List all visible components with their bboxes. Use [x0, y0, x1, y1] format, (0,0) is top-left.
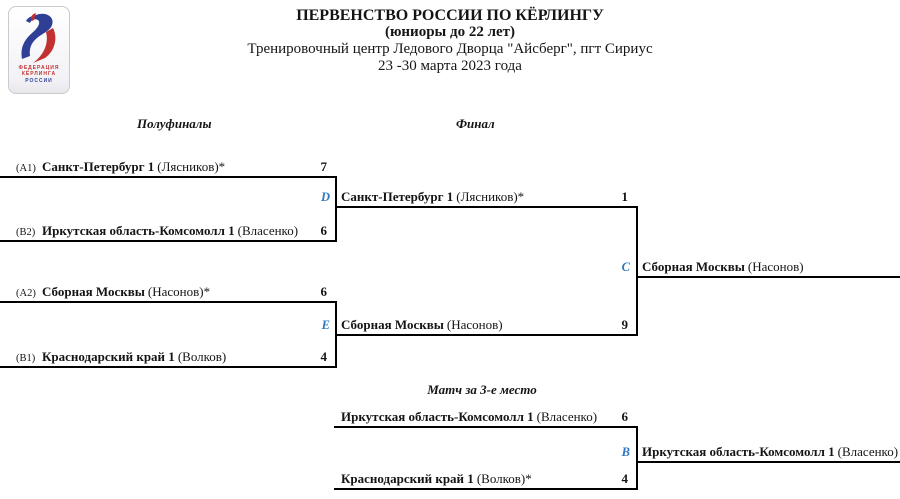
team-name: Краснодарский край 1: [42, 349, 175, 364]
skip-name: (Насонов)*: [147, 284, 211, 299]
bracket-line-champion: [636, 276, 900, 278]
game-letter-b: B: [621, 445, 630, 459]
team-name: Санкт-Петербург 1: [341, 189, 454, 204]
page-title: ПЕРВЕНСТВО РОССИИ ПО КЁРЛИНГУ: [296, 7, 604, 24]
score: 6: [621, 409, 629, 424]
game-letter-e: E: [321, 318, 330, 332]
logo-text-line1: ФЕДЕРАЦИЯ: [18, 64, 60, 71]
team-row-sf1-team1: (A1) Санкт-Петербург 1(Лясников)* 7: [16, 159, 337, 175]
logo-text-line3: РОССИИ: [25, 77, 53, 84]
venue-line: Тренировочный центр Ледового Дворца "Айс…: [247, 41, 653, 57]
team-row-final-team2: Сборная Москвы(Насонов) 9: [341, 317, 638, 333]
score: 6: [320, 223, 328, 238]
team-name: Иркутская область-Комсомолл 1: [642, 444, 835, 459]
skip-name: (Власенко): [536, 409, 598, 424]
bracket-line-sf1-bottom: [0, 240, 337, 242]
round-header-final: Финал: [456, 116, 495, 131]
score: 9: [621, 317, 629, 332]
team-row-final-team1: Санкт-Петербург 1(Лясников)* 1: [341, 189, 638, 205]
game-letter-d: D: [320, 190, 330, 204]
seed-label: (B2): [16, 227, 36, 238]
score: 1: [621, 189, 629, 204]
skip-name: (Лясников)*: [157, 159, 226, 174]
bracket-line-third-bottom: [334, 488, 638, 490]
score: 4: [621, 471, 629, 486]
seed-label: (B1): [16, 353, 36, 364]
game-letter-c: C: [621, 260, 630, 274]
team-row-third-team2: Краснодарский край 1(Волков)* 4: [341, 471, 638, 487]
bracket-line-sf1-top: [0, 176, 337, 178]
seed-label: (A2): [16, 288, 36, 299]
document-header: ПЕРВЕНСТВО РОССИИ ПО КЁРЛИНГУ (юниоры до…: [0, 7, 900, 75]
bracket-line-third-top: [334, 426, 638, 428]
bracket-line-third-connector: [636, 426, 638, 490]
curling-federation-emblem-icon: [20, 12, 60, 69]
score: 7: [320, 159, 328, 174]
bracket-line-final-top: [335, 206, 638, 208]
bracket-line-final-connector: [636, 206, 638, 336]
team-name: Санкт-Петербург 1: [42, 159, 155, 174]
seed-label: (A1): [16, 163, 36, 174]
team-row-sf2-team2: (B1) Краснодарский край 1(Волков) 4: [16, 349, 337, 365]
bracket-line-sf2-bottom: [0, 366, 337, 368]
skip-name: (Насонов): [446, 317, 503, 332]
page-subtitle: (юниоры до 22 лет): [384, 24, 516, 40]
bracket-line-sf1-connector: [335, 176, 337, 242]
dates-line: 23 -30 марта 2023 года: [378, 58, 522, 74]
team-name: Иркутская область-Комсомолл 1: [42, 223, 235, 238]
skip-name: (Волков)*: [476, 471, 532, 486]
score: 6: [320, 284, 328, 299]
bracket-line-sf2-top: [0, 301, 337, 303]
team-name: Иркутская область-Комсомолл 1: [341, 409, 534, 424]
score: 4: [320, 349, 328, 364]
team-row-champion: Сборная Москвы(Насонов): [642, 259, 900, 275]
bracket-line-third-winner: [636, 461, 900, 463]
team-row-third-winner: Иркутская область-Комсомолл 1(Власенко): [642, 444, 900, 460]
skip-name: (Лясников)*: [456, 189, 525, 204]
team-row-third-team1: Иркутская область-Комсомолл 1(Власенко) …: [341, 409, 638, 425]
team-name: Сборная Москвы: [642, 259, 745, 274]
skip-name: (Власенко): [837, 444, 899, 459]
team-row-sf2-team1: (A2) Сборная Москвы(Насонов)* 6: [16, 284, 337, 300]
team-name: Сборная Москвы: [42, 284, 145, 299]
logo-text-line2: КЁРЛИНГА: [21, 71, 57, 77]
skip-name: (Насонов): [747, 259, 804, 274]
round-header-third-place: Матч за 3-е место: [427, 382, 537, 397]
federation-logo: ФЕДЕРАЦИЯ КЁРЛИНГА РОССИИ: [8, 6, 70, 94]
round-header-semifinals: Полуфиналы: [137, 116, 212, 131]
bracket-line-final-bottom: [335, 334, 638, 336]
federation-logo-text: ФЕДЕРАЦИЯ КЁРЛИНГА РОССИИ: [9, 65, 69, 85]
team-row-sf1-team2: (B2) Иркутская область-Комсомолл 1(Власен…: [16, 223, 337, 239]
team-name: Сборная Москвы: [341, 317, 444, 332]
team-name: Краснодарский край 1: [341, 471, 474, 486]
skip-name: (Волков): [177, 349, 227, 364]
skip-name: (Власенко): [237, 223, 299, 238]
